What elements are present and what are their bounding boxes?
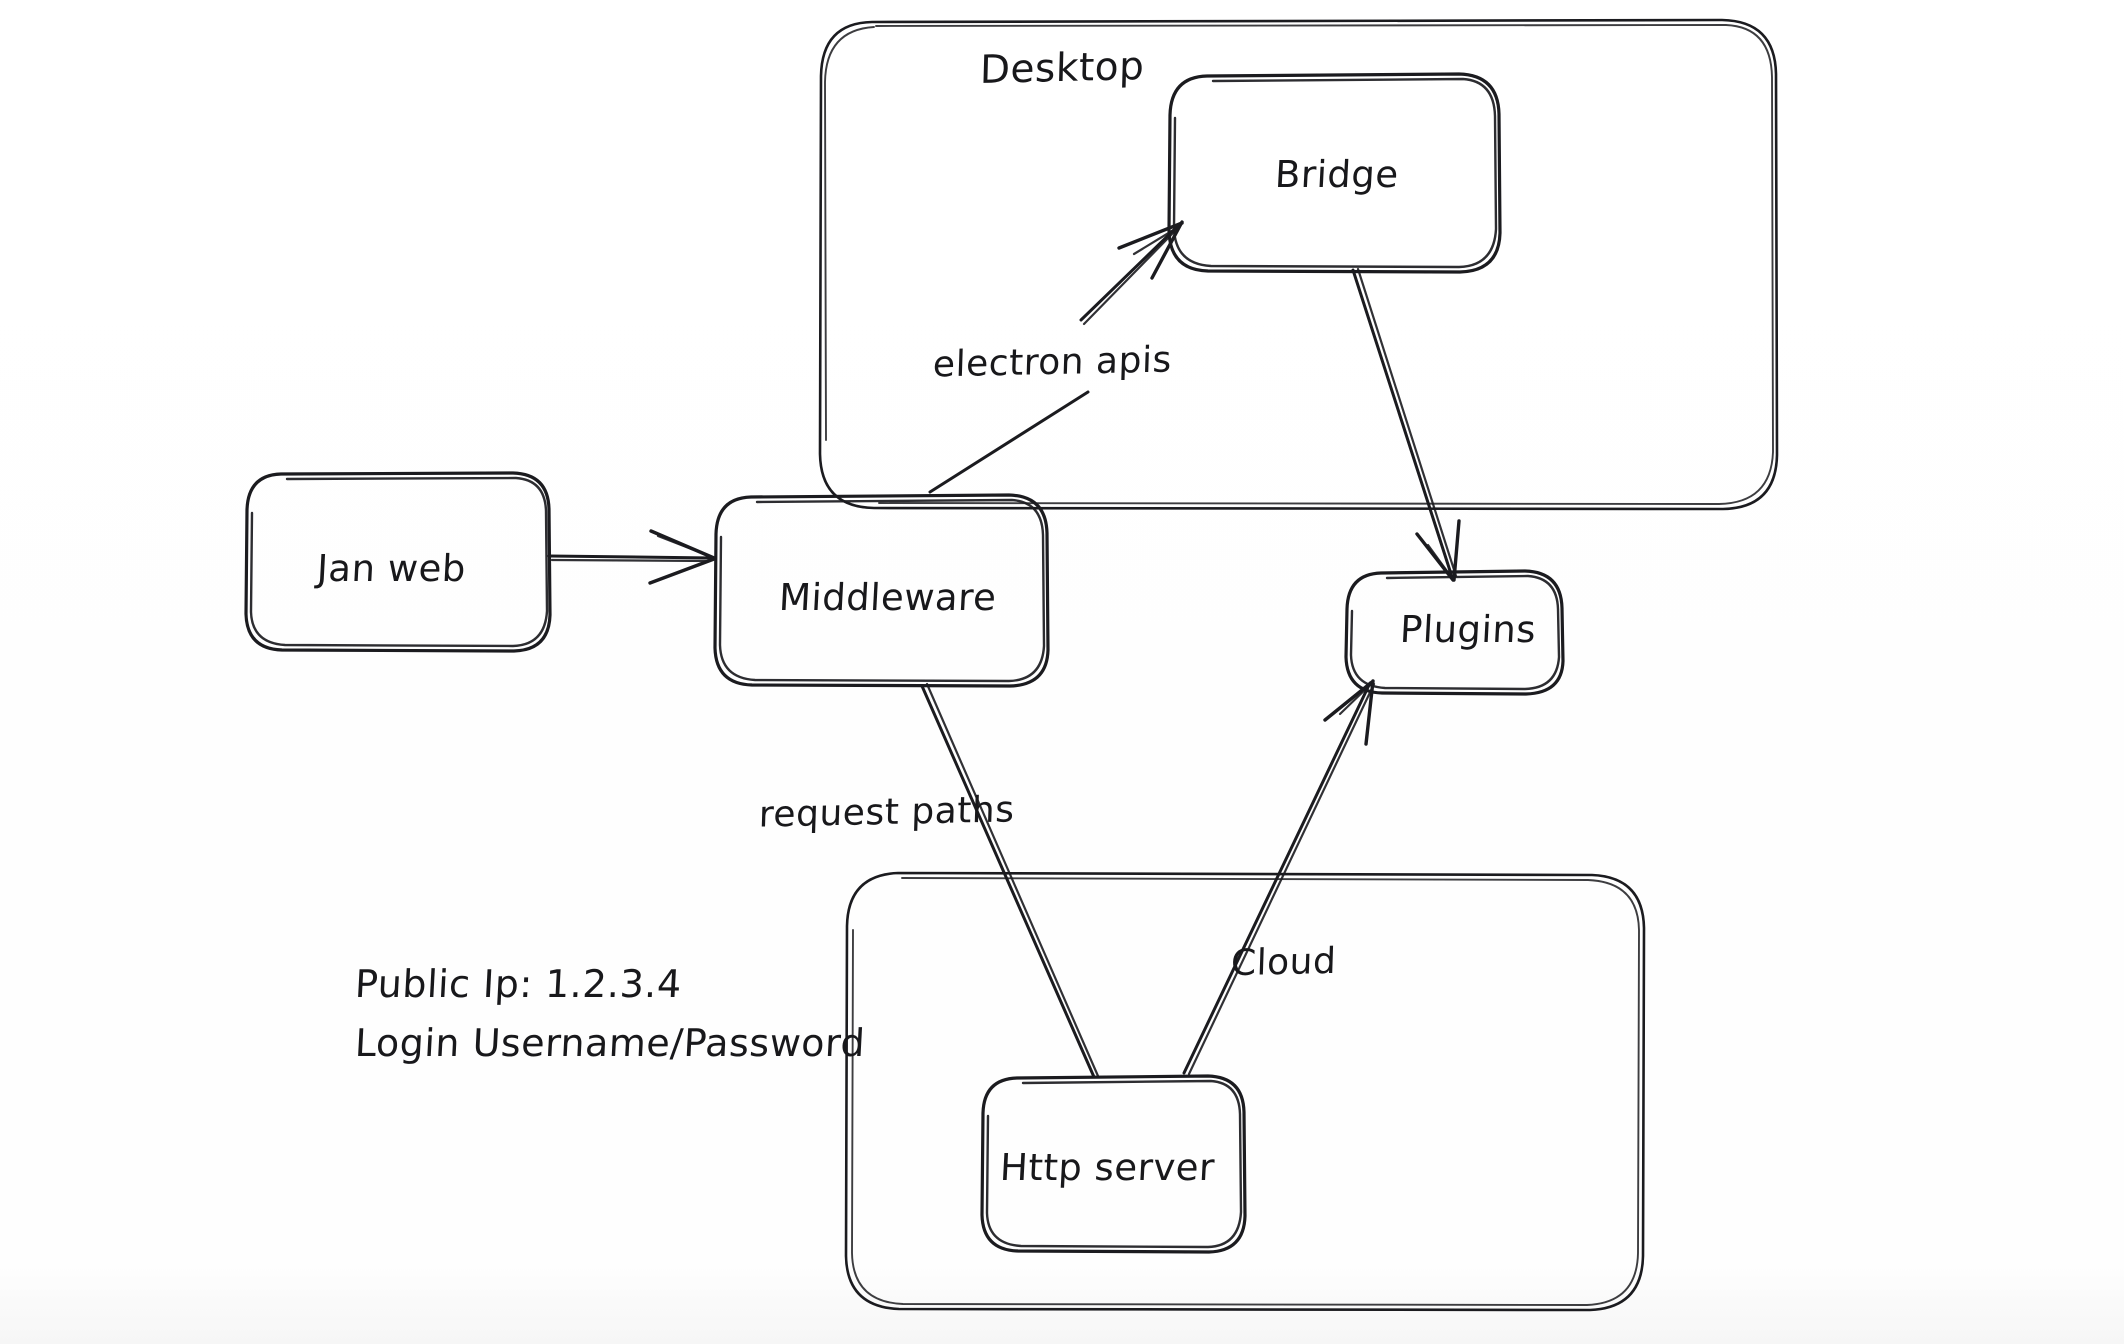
node-http-server-outline[interactable] <box>980 1074 1247 1254</box>
edge-label-request-paths: request paths <box>758 789 1016 836</box>
edge-jan-web-to-middleware[interactable] <box>547 529 716 585</box>
node-jan-web-outline[interactable] <box>244 471 552 653</box>
node-bridge-outline[interactable] <box>1167 72 1502 274</box>
node-middleware-outline[interactable] <box>713 493 1050 688</box>
note-public-ip: Public Ip: 1.2.3.4 <box>353 962 683 1006</box>
node-plugins-outline[interactable] <box>1344 569 1565 696</box>
edge-middleware-to-http-server[interactable] <box>920 682 1100 1079</box>
node-label-bridge: Bridge <box>1273 153 1400 196</box>
edge-http-server-to-plugins[interactable] <box>1182 679 1376 1076</box>
group-cloud-outline[interactable] <box>844 871 1646 1312</box>
note-login-credentials: Login Username/Password <box>353 1021 867 1065</box>
group-desktop-outline[interactable] <box>818 18 1779 511</box>
node-label-plugins: Plugins <box>1398 608 1538 651</box>
edge-label-electron-apis: electron apis <box>932 339 1173 386</box>
node-label-http-server: Http server <box>998 1146 1216 1189</box>
edge-label-cloud: Cloud <box>1230 940 1338 985</box>
node-label-middleware: Middleware <box>777 576 998 619</box>
edge-middleware-to-bridge[interactable] <box>928 220 1184 494</box>
edge-bridge-to-plugins[interactable] <box>1351 267 1461 582</box>
node-label-jan-web: Jan web <box>315 547 467 590</box>
group-label-desktop: Desktop <box>979 43 1146 94</box>
